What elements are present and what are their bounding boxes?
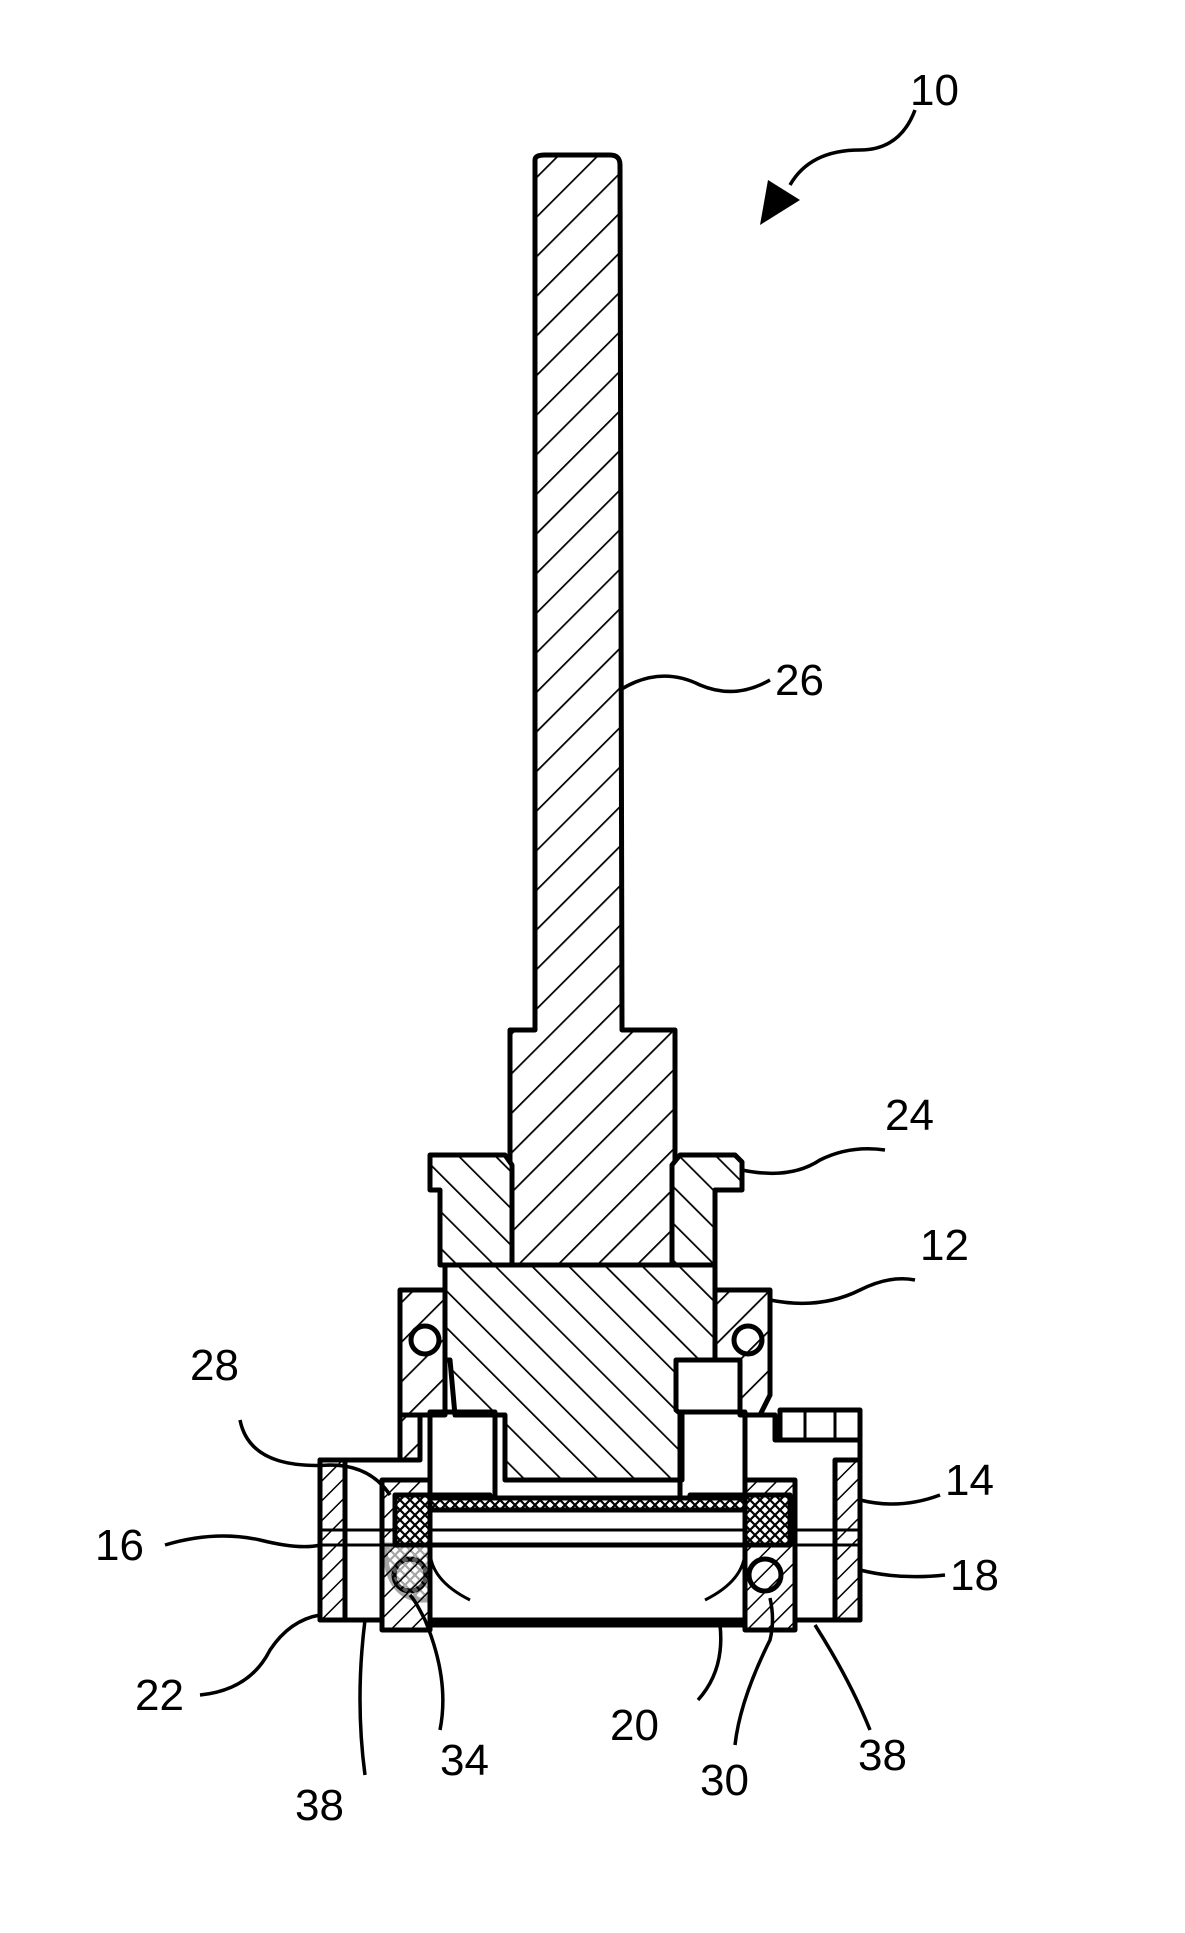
label-ball-left: 34 — [440, 1736, 489, 1785]
seal-band — [395, 1495, 790, 1545]
label-flange: 24 — [885, 1091, 934, 1140]
label-body: 12 — [920, 1221, 969, 1270]
body — [400, 1265, 770, 1498]
label-housing-right: 18 — [950, 1551, 999, 1600]
label-seal-left-upper: 28 — [190, 1341, 239, 1390]
label-passage-left: 38 — [295, 1781, 344, 1830]
label-assembly: 10 — [910, 66, 959, 115]
label-ball-right: 30 — [700, 1756, 749, 1805]
label-opening-center: 20 — [610, 1701, 659, 1750]
center-opening — [430, 1545, 745, 1625]
label-passage-right: 38 — [858, 1731, 907, 1780]
label-ring-right: 14 — [945, 1456, 994, 1505]
label-shaft: 26 — [775, 656, 824, 705]
label-base-left: 22 — [135, 1671, 184, 1720]
label-housing-left: 16 — [95, 1521, 144, 1570]
shaft — [510, 155, 675, 1306]
